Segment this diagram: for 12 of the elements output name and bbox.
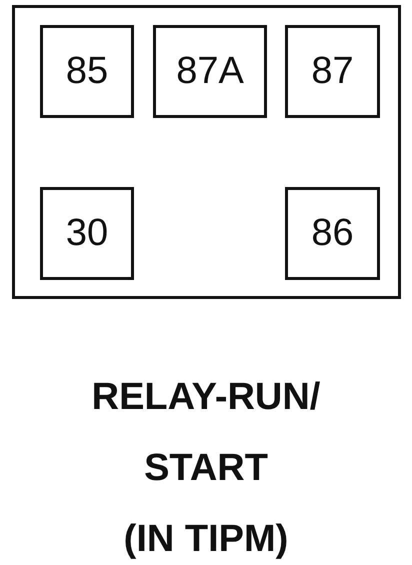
terminal-number: 85 [66,50,108,93]
terminal-box [153,25,267,118]
terminal-box [40,25,134,118]
terminal-box [40,187,134,280]
terminal-box [285,187,380,280]
terminal-number: 87A [176,50,244,93]
terminal-box [285,25,380,118]
terminal-number: 86 [311,212,354,255]
relay-outline [12,5,401,299]
caption: RELAY-RUN/ START (IN TIPM) [90,375,322,562]
terminal-number: 30 [66,212,108,255]
terminal-number: 87 [311,50,354,93]
